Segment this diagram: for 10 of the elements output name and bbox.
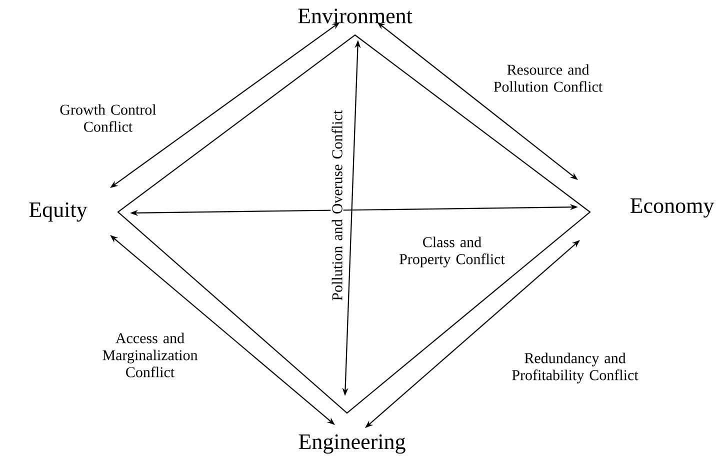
edge-label: Class and Property Conflict <box>386 236 518 268</box>
corner-label: Economy <box>630 198 714 218</box>
edge-label: Access and Marginalization Conflict <box>89 332 211 378</box>
corner-label: Engineering <box>298 434 406 454</box>
edge-label: Growth Control Conflict <box>52 103 164 133</box>
corner-label: Environment <box>298 8 412 24</box>
edge-label: Resource and Pollution Conflict <box>482 63 614 93</box>
edge-label: Pollution and Overuse Conflict <box>330 109 344 341</box>
edge-label: Redundancy and Profitability Conflict <box>499 352 651 384</box>
corner-label: Equity <box>29 202 88 222</box>
